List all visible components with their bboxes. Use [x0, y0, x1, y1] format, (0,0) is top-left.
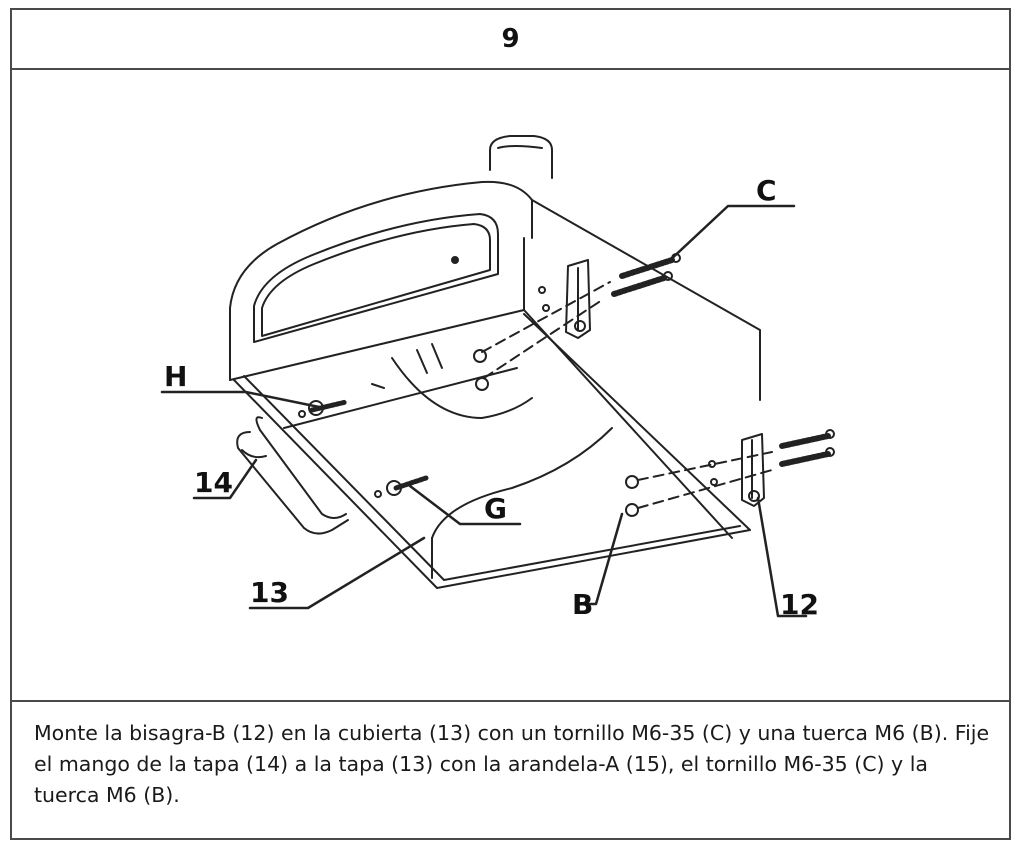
lid-cover-panel	[233, 313, 751, 589]
callout-14: 14	[194, 466, 233, 499]
hinge-right	[741, 433, 765, 507]
callout-12: 12	[780, 588, 819, 621]
callout-13: 13	[250, 576, 289, 609]
callout-lines	[160, 204, 808, 618]
callout-g: G	[484, 492, 507, 525]
step-header: 9	[12, 10, 1009, 70]
assembly-drawing: C H 14 G 13 B 12	[160, 135, 835, 621]
callout-b: B	[572, 588, 593, 621]
step-panel: 9	[10, 8, 1011, 840]
callout-c: C	[756, 174, 777, 207]
bolts-panel	[298, 399, 429, 498]
bolts-upper	[473, 253, 681, 391]
instruction-text: Monte la bisagra-B (12) en la cubierta (…	[34, 721, 990, 807]
chimney-stub	[489, 135, 553, 179]
callout-h: H	[164, 360, 187, 393]
lid-body	[229, 180, 761, 539]
step-number: 9	[501, 24, 520, 54]
hinge-upper	[565, 259, 591, 339]
bolts-right	[625, 429, 835, 517]
assembly-figure: C H 14 G 13 B 12	[12, 68, 1009, 702]
lid-handle	[236, 416, 349, 535]
